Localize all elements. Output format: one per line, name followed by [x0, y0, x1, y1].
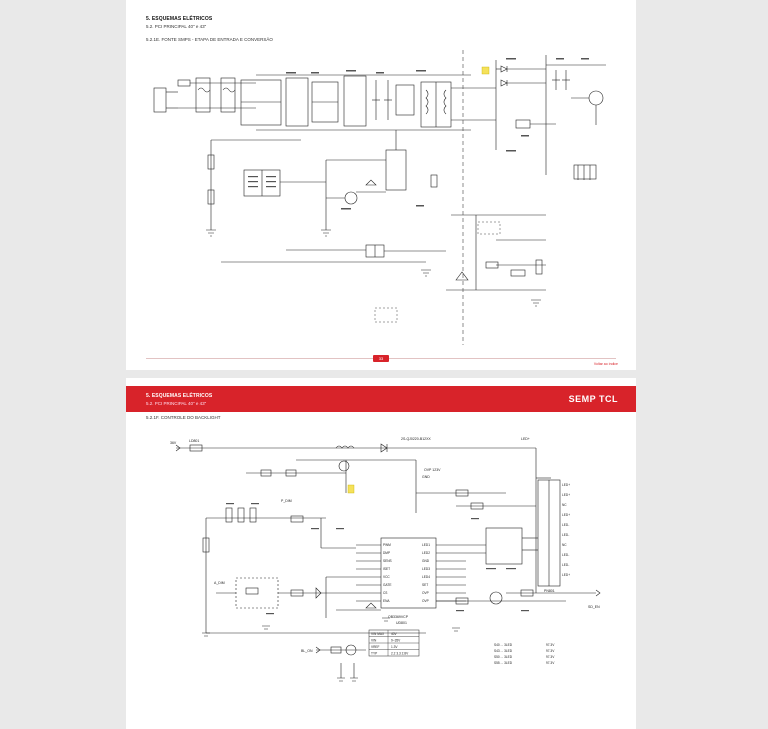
- section-title: 5. ESQUEMAS ELÉTRICOS: [146, 16, 213, 22]
- ic-pin-left: DMP: [383, 551, 390, 555]
- connector-pin: NC: [562, 503, 567, 507]
- ic-pin-right: OVP: [422, 599, 429, 603]
- model-note: S43 ... 3LED: [494, 649, 513, 653]
- back-to-index-link[interactable]: Voltar ao índice: [593, 362, 618, 366]
- connector-pin: LED-: [562, 563, 569, 567]
- spec-table: VIN MAX 40V VIN 9~35V VREF 1.3V TYP 2.2 …: [368, 629, 420, 657]
- connector-pin: LED+: [562, 483, 570, 487]
- table-cell: VREF: [371, 645, 380, 649]
- a-dim-label: A_DIM: [214, 581, 225, 585]
- model-note: S50 ... 3LED: [494, 655, 513, 659]
- vin-label: 36V: [170, 441, 177, 445]
- section-title: 5. ESQUEMAS ELÉTRICOS: [146, 393, 213, 399]
- ic-pin-left: ENA: [383, 599, 390, 603]
- model-note-value: 97.3V: [546, 649, 555, 653]
- brand-logo: SEMP TCL: [568, 394, 618, 404]
- ic-pin-right: SET: [422, 583, 428, 587]
- bl-on-label: BL_ON: [301, 649, 313, 653]
- p-dim-label: P_DIM: [281, 499, 292, 503]
- table-cell: 2.2 3.3 2.8V: [391, 652, 409, 656]
- diagram-caption: 5.2.1F. CONTROLE DO BACKLIGHT: [146, 415, 221, 420]
- diagram-caption: 5.2.1E. FONTE SMPS - ETAPA DE ENTRADA E …: [146, 37, 273, 42]
- ic-ref2-label: UD801: [396, 621, 407, 625]
- connector-label: PN801: [544, 589, 555, 593]
- page-header-banner: 5. ESQUEMAS ELÉTRICOS 5.2. PCI PRINCIPAL…: [126, 386, 636, 412]
- backlight-schematic-diagram: 36V LD801 2S-QJ0220-B12XX LED+ OVP 123V …: [170, 437, 601, 682]
- table-cell: VIN: [371, 639, 377, 643]
- table-cell: 40V: [391, 632, 398, 636]
- connector-pin: LED+: [562, 573, 570, 577]
- section-subtitle: 5.2. PCI PRINCIPAL 40" e 43": [146, 401, 207, 406]
- model-note: S40 ... 3LED: [494, 643, 513, 647]
- connector-pin: LED+: [562, 513, 570, 517]
- ic-name-label: OB3369VCP: [388, 615, 409, 619]
- ic-pin-left: GATE: [383, 583, 391, 587]
- table-cell: 1.3V: [391, 645, 398, 649]
- section-subtitle: 5.2. PCI PRINCIPAL 40" e 43": [146, 24, 207, 29]
- model-note-value: 97.3V: [546, 655, 555, 659]
- gnd-label: GND: [422, 475, 430, 479]
- ic-pin-right: GND: [422, 559, 430, 563]
- smps-schematic-diagram: [153, 50, 606, 345]
- connector-pin: LED-: [562, 523, 569, 527]
- connector-pin: LED-: [562, 553, 569, 557]
- ic-pin-left: PWM: [383, 543, 391, 547]
- schematic-page-smps: 5. ESQUEMAS ELÉTRICOS 5.2. PCI PRINCIPAL…: [126, 0, 636, 370]
- model-note-value: 97.3V: [546, 643, 555, 647]
- ovp-label: OVP 123V: [424, 468, 441, 472]
- model-note-value: 97.3V: [546, 661, 555, 665]
- table-cell: TYP: [371, 652, 377, 656]
- model-notes: S40 ... 3LED 97.3V S43 ... 3LED 97.3V S5…: [494, 643, 555, 665]
- schematic-page-backlight: 5. ESQUEMAS ELÉTRICOS 5.2. PCI PRINCIPAL…: [126, 378, 636, 729]
- table-cell: 9~35V: [391, 639, 401, 643]
- connector-pin: NC: [562, 543, 567, 547]
- connector-pin: LED+: [562, 493, 570, 497]
- ld801-label: LD801: [189, 439, 199, 443]
- sd-en-label: SD_EN: [588, 605, 600, 609]
- ic-pin-right: LED3: [422, 567, 430, 571]
- ic-pin-left: ISET: [383, 567, 390, 571]
- ic-pin-right: LED4: [422, 575, 430, 579]
- ic-pin-left: CS: [383, 591, 387, 595]
- ic-pin-left: VCC: [383, 575, 390, 579]
- connector-pin: LED-: [562, 533, 569, 537]
- ic-pin-right: OVP: [422, 591, 429, 595]
- model-note: S55 ... 3LED: [494, 661, 513, 665]
- ic-pin-right: LED1: [422, 543, 430, 547]
- ic-pin-left: SENS: [383, 559, 392, 563]
- led-plus-label: LED+: [521, 437, 530, 441]
- page-number: 33: [373, 355, 389, 362]
- ic-ref-label: 2S-QJ0220-B12XX: [401, 437, 431, 441]
- ic-pin-right: LED2: [422, 551, 430, 555]
- table-cell: VIN MAX: [371, 632, 385, 636]
